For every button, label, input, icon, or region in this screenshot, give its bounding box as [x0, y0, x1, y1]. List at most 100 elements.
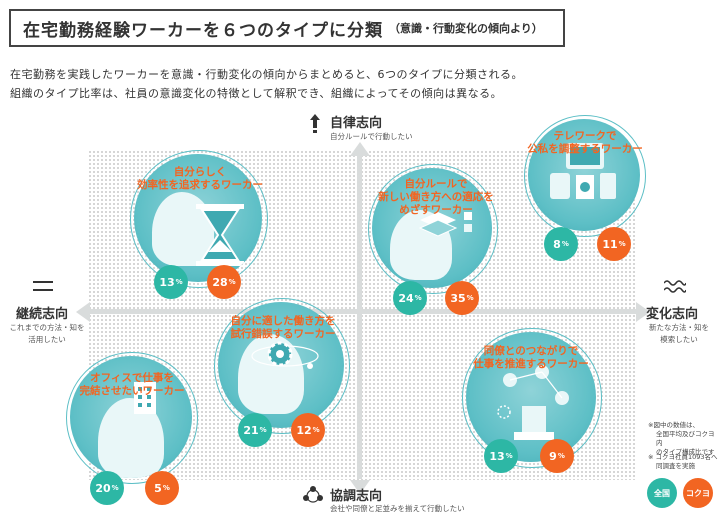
- type-2-national-value: 24: [398, 291, 414, 305]
- type-3-ring: [524, 115, 646, 237]
- type-5-label: 同僚とのつながりで 仕事を推進するワーカー: [456, 345, 606, 371]
- percent-unit: %: [175, 278, 183, 286]
- type-4-national-value: 21: [243, 423, 259, 437]
- note-line-2: 全国平均及びコクヨ内: [656, 430, 715, 447]
- type-4-circle: [218, 302, 344, 428]
- type-2-kokuyo-value: 35: [450, 291, 466, 305]
- hourglass-icon: [196, 204, 244, 266]
- arrow-left-icon: [76, 302, 90, 322]
- type-4-line-1: 自分に適した働き方を: [230, 315, 336, 327]
- type-2-ring: [368, 164, 498, 294]
- type-3-line-2: 公私を調整するワーカー: [527, 143, 643, 155]
- percent-unit: %: [259, 426, 267, 434]
- type-3-label: テレワークで 公私を調整するワーカー: [510, 130, 660, 156]
- type-5-kokuyo-badge: 9%: [540, 439, 574, 473]
- note-survey: ※ コクヨ社員1093名へ 同調査を実施: [648, 453, 718, 471]
- type-6-kokuyo-value: 5: [154, 481, 162, 495]
- office-building-icon: [134, 382, 156, 414]
- type-6-kokuyo-badge: 5%: [145, 471, 179, 505]
- type-3-national-value: 8: [553, 237, 561, 251]
- axis-left-desc: これまでの方法・知を 活用したい: [8, 322, 86, 346]
- axis-top-title: 自律志向: [330, 116, 383, 131]
- type-5-line-1: 同僚とのつながりで: [483, 345, 579, 357]
- wave-icon: [664, 280, 686, 293]
- type-4-line-2: 試行錯誤するワーカー: [230, 328, 336, 340]
- axis-bottom-desc: 会社や同僚と足並みを揃えて行動したい: [330, 504, 465, 513]
- type-1-national-badge: 13%: [154, 265, 188, 299]
- percent-unit: %: [561, 240, 569, 248]
- intro-line-2: 組織のタイプ比率は、社員の意識変化の特徴として解釈でき、組織によってその傾向は異…: [10, 87, 503, 100]
- type-6-national-value: 20: [95, 481, 111, 495]
- percent-unit: %: [312, 426, 320, 434]
- type-3-kokuyo-value: 11: [602, 237, 618, 251]
- legend-kokuyo: コクヨ: [683, 478, 713, 508]
- type-5-national-value: 13: [489, 449, 505, 463]
- axis-right-desc: 新たな方法・知を 模索したい: [640, 322, 718, 346]
- type-1-circle: [134, 154, 262, 282]
- type-2-label: 自分ルールで 新しい働き方への適応を めざすワーカー: [356, 178, 516, 217]
- note-line-3: のタイプ構成比です: [656, 448, 715, 456]
- percent-unit: %: [557, 452, 565, 460]
- type-6-circle: [70, 356, 192, 478]
- type-3-national-badge: 8%: [544, 227, 578, 261]
- axis-right-title: 変化志向: [646, 307, 699, 322]
- axis-left-desc-2: 活用したい: [28, 335, 66, 344]
- page-subtitle: （意識・行動変化の傾向より）: [389, 22, 543, 35]
- axis-right-desc-2: 模索したい: [660, 335, 698, 344]
- home-devices-icon: [550, 143, 616, 199]
- type-6-ring: [66, 352, 198, 484]
- type-1-line-2: 効率性を追求するワーカー: [137, 179, 263, 191]
- note-line-1: ※図中の数値は、: [648, 421, 699, 429]
- percent-unit: %: [228, 278, 236, 286]
- type-4-kokuyo-value: 12: [296, 423, 312, 437]
- type-4-ring: [214, 298, 350, 434]
- type-4-national-badge: 21%: [238, 413, 272, 447]
- page-title: 在宅勤務経験ワーカーを６つのタイプに分類: [23, 20, 383, 41]
- gear-icon: [251, 341, 319, 369]
- type-1-line-1: 自分らしく: [173, 166, 227, 178]
- type-2-line-1: 自分ルールで: [404, 178, 468, 190]
- legend-national: 全国: [647, 478, 677, 508]
- type-1-kokuyo-badge: 28%: [207, 265, 241, 299]
- type-5-circle: [466, 332, 596, 462]
- type-3-line-1: テレワークで: [553, 130, 617, 142]
- type-5-line-2: 仕事を推進するワーカー: [473, 358, 589, 370]
- type-1-kokuyo-value: 28: [212, 275, 228, 289]
- arrow-down-icon: [350, 480, 370, 494]
- percent-unit: %: [618, 240, 626, 248]
- percent-unit: %: [162, 484, 170, 492]
- people-cluster-icon: [303, 486, 323, 503]
- type-3-circle: [528, 119, 640, 231]
- type-4-kokuyo-badge: 12%: [291, 413, 325, 447]
- axis-bottom-title: 協調志向: [330, 489, 383, 504]
- type-6-label: オフィスで仕事を 完結させたいワーカー: [62, 372, 202, 398]
- note-line-4: ※ コクヨ社員1093名へ: [648, 453, 718, 461]
- type-4-label: 自分に適した働き方を 試行錯誤するワーカー: [203, 315, 363, 341]
- type-1-label: 自分らしく 効率性を追求するワーカー: [120, 166, 280, 192]
- percent-unit: %: [111, 484, 119, 492]
- intro-line-1: 在宅勤務を実践したワーカーを意識・行動変化の傾向からまとめると、6つのタイプに分…: [10, 68, 524, 81]
- type-2-kokuyo-badge: 35%: [445, 281, 479, 315]
- type-6-national-badge: 20%: [90, 471, 124, 505]
- percent-unit: %: [414, 294, 422, 302]
- layers-icon: [418, 212, 472, 237]
- arrow-up-icon: [350, 142, 370, 156]
- type-5-ring: [462, 328, 602, 468]
- type-2-line-2: 新しい働き方への適応を: [378, 191, 494, 203]
- axis-left-desc-1: これまでの方法・知を: [9, 323, 85, 332]
- type-6-line-1: オフィスで仕事を: [90, 372, 174, 384]
- vertical-axis: [357, 152, 362, 479]
- arrow-right-icon: [636, 302, 650, 322]
- axis-top-desc: 自分ルールで行動したい: [330, 132, 413, 141]
- axis-left-title: 継続志向: [16, 307, 69, 322]
- type-1-national-value: 13: [159, 275, 175, 289]
- axis-right-desc-1: 新たな方法・知を: [649, 323, 709, 332]
- type-5-kokuyo-value: 9: [549, 449, 557, 463]
- type-2-line-3: めざすワーカー: [399, 204, 473, 216]
- horizontal-axis: [90, 309, 636, 314]
- equals-icon: [33, 281, 53, 291]
- type-6-line-2: 完結させたいワーカー: [79, 385, 185, 397]
- percent-unit: %: [466, 294, 474, 302]
- note-data: ※図中の数値は、 全国平均及びコクヨ内 のタイプ構成比です: [648, 421, 720, 457]
- note-line-5: 同調査を実施: [656, 462, 695, 470]
